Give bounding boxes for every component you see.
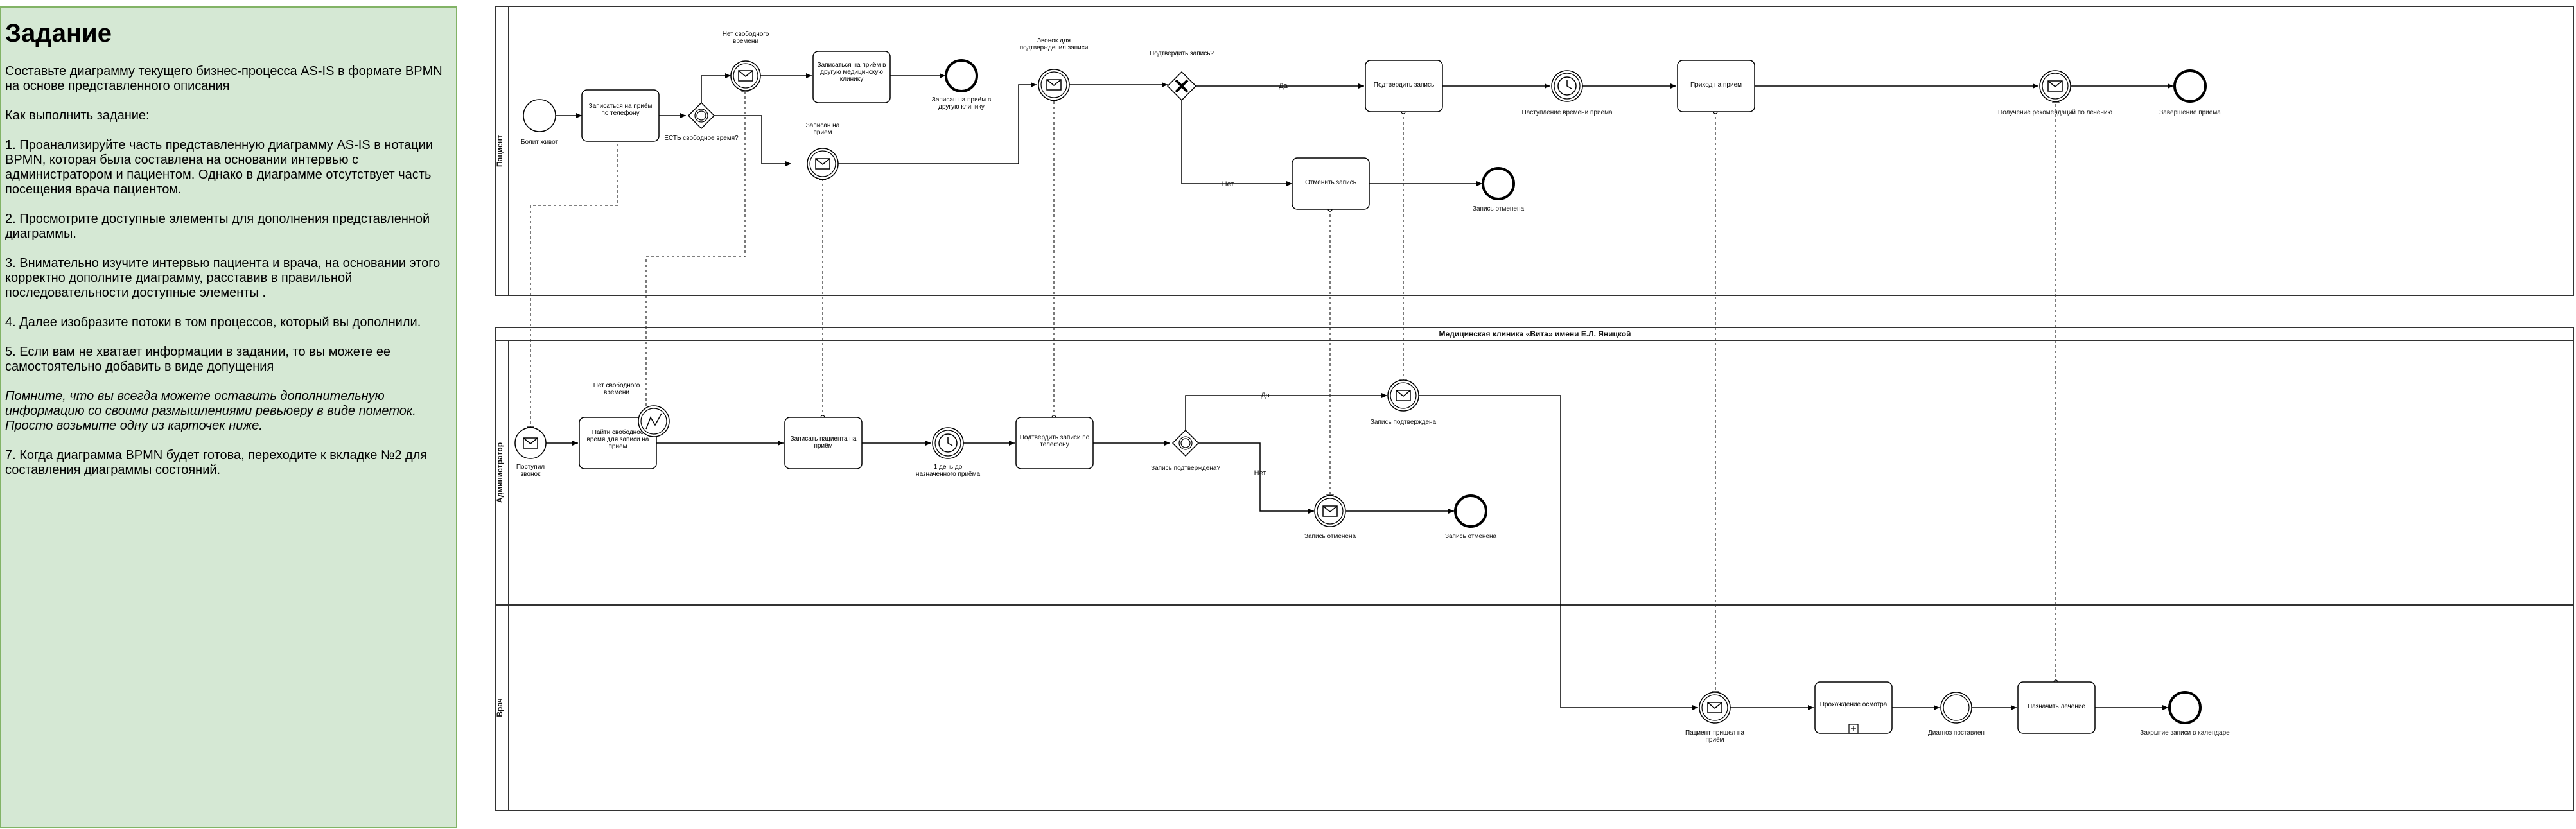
task-confirm-phone: Подтвердить записи по телефону	[1015, 417, 1094, 469]
event-label: 1 день до назначенного приёма	[915, 464, 981, 478]
task-label: Найти свободное время для записи на приё…	[586, 429, 649, 450]
task-label: Подтвердить записи по телефону	[1019, 434, 1090, 448]
message-event-confirm-call	[1038, 69, 1070, 101]
envelope-icon	[2047, 80, 2063, 92]
task-arrival: Приход на прием	[1677, 60, 1755, 112]
message-event-arrived	[1699, 692, 1731, 724]
timer-event-day	[932, 427, 964, 459]
event-label: Поступил звонок	[516, 464, 545, 478]
start-event	[523, 99, 556, 132]
envelope-icon	[1707, 702, 1722, 713]
task-title: Задание	[5, 19, 112, 48]
task-label: Записаться на приём в другую медицинскую…	[817, 62, 886, 83]
task-label: Прохождение осмотра	[1819, 701, 1888, 708]
envelope-icon	[1322, 505, 1338, 517]
task-cancel: Отменить запись	[1292, 157, 1370, 210]
end-event-calendar	[2168, 691, 2202, 724]
task-paragraph: 3. Внимательно изучите интервью пациента…	[5, 256, 441, 300]
flow-label-yes: Да	[1279, 82, 1288, 90]
task-book-by-phone: Записаться на приём по телефону	[581, 89, 660, 142]
message-event-cancelled	[1314, 495, 1346, 527]
timer-event-visit	[1551, 70, 1583, 102]
end-event-cancel	[1482, 167, 1515, 200]
task-label: Записаться на приём по телефону	[588, 103, 653, 117]
flow-label-yes: Да	[1261, 392, 1270, 399]
pool-clinic: Медицинская клиника «Вита» имени Е.Л. Ян…	[495, 327, 2574, 811]
pool-label-clinic: Медицинская клиника «Вита» имени Е.Л. Ян…	[1439, 329, 1631, 338]
end-event-visit	[2173, 69, 2207, 103]
task-confirm: Подтвердить запись	[1365, 60, 1443, 112]
task-paragraph: 5. Если вам не хватает информации в зада…	[5, 345, 391, 374]
message-event-confirmed	[1387, 380, 1419, 412]
task-paragraph: 7. Когда диаграмма BPMN будет готова, пе…	[5, 448, 428, 477]
task-paragraph: 4. Далее изобразите потоки в том процесс…	[5, 315, 421, 329]
task-paragraph: Как выполнить задание:	[5, 109, 150, 123]
flow-label-no: Нет	[1222, 180, 1234, 188]
end-event-other-clinic	[945, 59, 978, 92]
event-label: Записан на приём	[805, 122, 840, 136]
event-label: Запись отменена	[1445, 533, 1497, 540]
task-label: Записать пациента на приём	[790, 435, 857, 449]
message-event-no-time	[730, 60, 761, 91]
task-treatment: Назначить лечение	[2017, 681, 2096, 734]
gateway-free-time	[687, 101, 715, 130]
gateway-confirmed	[1171, 429, 1200, 457]
envelope-icon	[738, 70, 753, 82]
task-label: Подтвердить запись	[1373, 82, 1435, 89]
message-event-booked	[807, 148, 839, 180]
gateway-label: ЕСТЬ свободное время?	[664, 135, 739, 142]
event-label: Нет свободного времени	[593, 382, 640, 396]
start-event-label: Болит живот	[521, 139, 559, 146]
task-book-patient: Записать пациента на приём	[784, 417, 863, 469]
lane-label-admin: Администратор	[495, 442, 504, 503]
task-panel: Задание Составьте диаграмму текущего биз…	[0, 6, 457, 828]
task-note: Помните, что вы всегда можете оставить д…	[5, 389, 416, 433]
gateway-confirm	[1166, 71, 1197, 101]
event-label: Диагноз поставлен	[1928, 729, 1985, 737]
task-paragraph: 1. Проанализируйте часть представленную …	[5, 138, 434, 196]
pool-patient: Пациент	[495, 6, 2574, 296]
gateway-label: Запись подтверждена?	[1151, 465, 1220, 472]
pool-label-patient: Пациент	[495, 135, 504, 167]
lane-label-doctor: Врач	[495, 698, 504, 717]
task-paragraph: 2. Просмотрите доступные элементы для до…	[5, 212, 430, 241]
task-paragraph: Составьте диаграмму текущего бизнес-проц…	[5, 64, 442, 93]
end-event-cancelled	[1454, 494, 1487, 528]
event-label: Записан на приём в другую клинику	[931, 96, 992, 110]
envelope-icon	[523, 437, 538, 449]
envelope-icon	[1396, 390, 1411, 401]
event-label: Получение рекомендаций по лечению	[1998, 109, 2112, 116]
task-label: Приход на прием	[1690, 82, 1742, 89]
event-label: Наступление времени приема	[1521, 109, 1612, 116]
message-event-no-time-admin	[638, 405, 670, 437]
message-start-call	[514, 427, 547, 459]
subprocess-exam: Прохождение осмотра	[1814, 681, 1893, 734]
event-label: Запись подтверждена	[1371, 419, 1437, 426]
envelope-icon	[1046, 79, 1062, 91]
event-label: Запись отменена	[1473, 205, 1525, 213]
task-find-time: Найти свободное время для записи на приё…	[579, 417, 657, 469]
event-label: Пациент пришел на приём	[1685, 729, 1745, 744]
task-label: Отменить запись	[1305, 179, 1356, 186]
event-label: Нет свободного времени	[722, 31, 769, 45]
task-label: Назначить лечение	[2028, 703, 2085, 710]
envelope-icon	[815, 158, 830, 170]
gateway-label: Подтвердить запись?	[1150, 50, 1214, 57]
flow-label-no: Нет	[1254, 469, 1266, 477]
task-other-clinic: Записаться на приём в другую медицинскую…	[812, 51, 891, 103]
event-label: Завершение приема	[2159, 109, 2221, 116]
error-icon	[645, 413, 662, 430]
intermediate-event-diagnosis	[1940, 692, 1972, 724]
event-label: Звонок для подтверждения записи	[1019, 37, 1089, 51]
event-label: Закрытие записи в календаре	[2140, 729, 2230, 737]
event-label: Запись отменена	[1304, 533, 1356, 540]
message-flows	[530, 86, 2056, 697]
message-event-recommend	[2039, 70, 2071, 102]
